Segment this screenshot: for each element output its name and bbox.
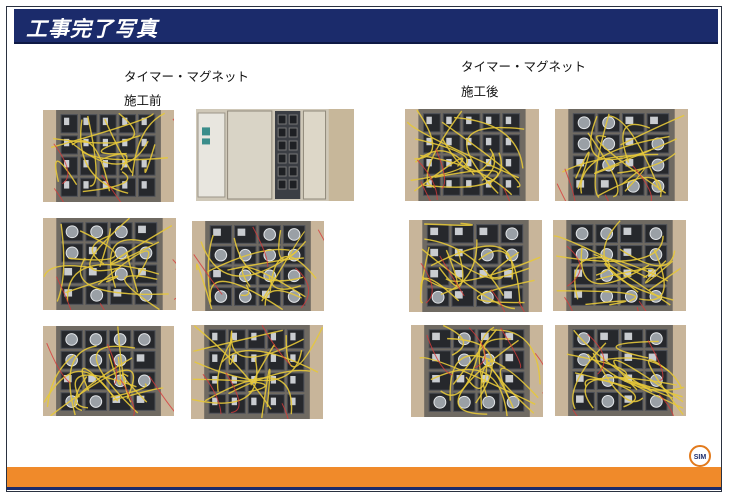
after-heading: タイマー・マグネット (461, 59, 587, 74)
photo-after-1 (405, 109, 539, 201)
before-subheading: 施工前 (124, 93, 162, 108)
footer-bar (7, 467, 721, 487)
photo-after-4 (553, 220, 686, 311)
photo-before-3 (43, 218, 176, 310)
photo-before-5 (43, 326, 174, 416)
logo-text: SIM (694, 454, 707, 461)
photo-after-3 (409, 220, 542, 312)
photo-before-2 (196, 109, 354, 201)
photo-after-5 (411, 325, 543, 417)
footer-line (7, 487, 721, 490)
photo-after-6 (555, 325, 686, 416)
after-subheading: 施工後 (461, 84, 499, 99)
photo-after-2 (555, 109, 688, 201)
title-bar: 工事完了写真 (14, 9, 718, 44)
photo-before-4 (192, 221, 324, 311)
page-title: 工事完了写真 (26, 16, 158, 41)
before-heading: タイマー・マグネット (124, 69, 250, 84)
photo-before-6 (191, 325, 323, 419)
photo-before-1 (43, 110, 174, 202)
company-logo: SIM (689, 445, 711, 467)
